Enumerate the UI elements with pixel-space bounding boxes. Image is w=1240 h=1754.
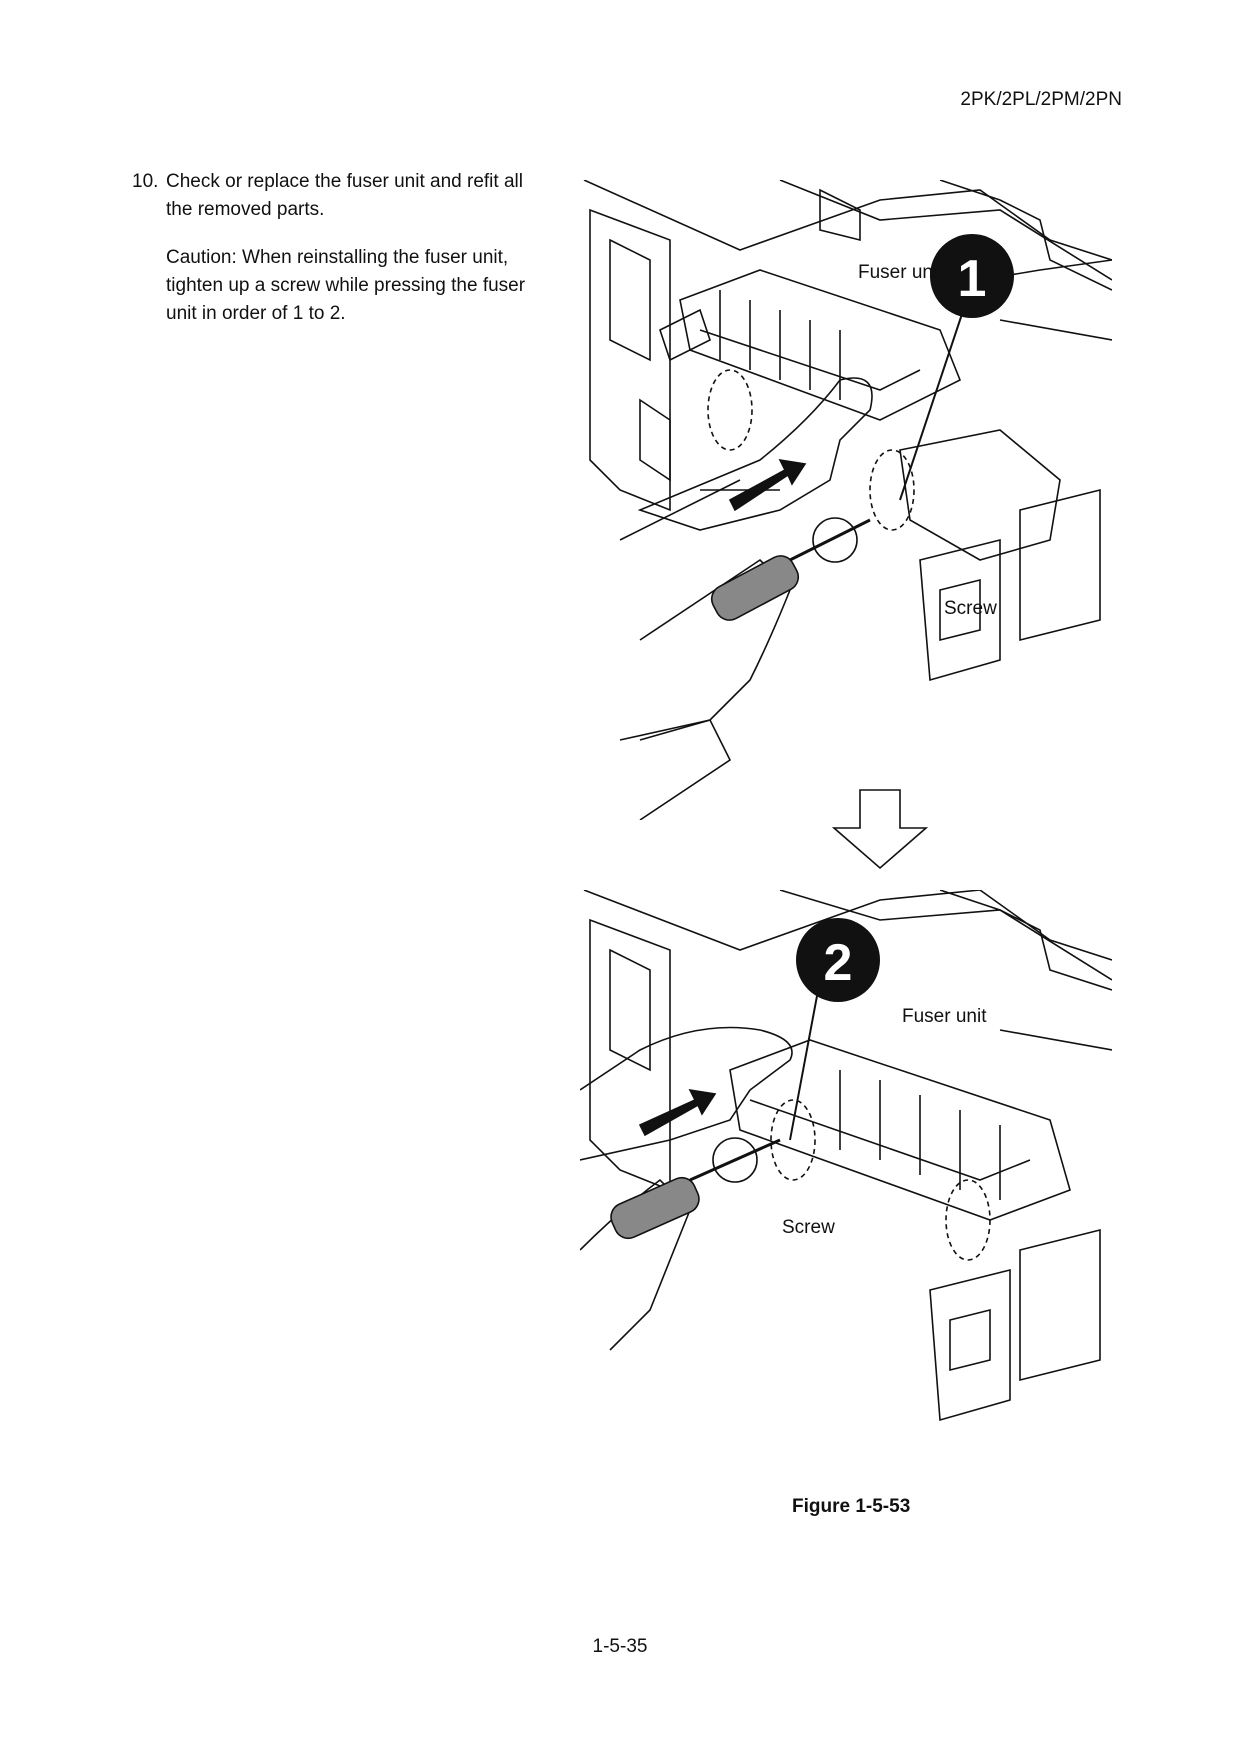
screw-label: Screw <box>944 598 997 619</box>
step-instruction: Check or replace the fuser unit and refi… <box>166 171 523 220</box>
screw-label: Screw <box>782 1217 835 1238</box>
step-badge-1 <box>930 234 1014 318</box>
step-badge-number: 1 <box>958 250 987 308</box>
step-body: Check or replace the fuser unit and refi… <box>166 168 532 328</box>
page-number: 1-5-35 <box>592 1636 648 1657</box>
document-model-code: 2PK/2PL/2PM/2PN <box>960 89 1122 110</box>
step-badge-number: 2 <box>824 934 853 992</box>
step-number: 10. <box>132 171 159 192</box>
step-badge-2 <box>796 918 880 1002</box>
fuser-unit-label: Fuser unit <box>902 1006 987 1027</box>
caution-note: Caution: When reinstalling the fuser uni… <box>166 247 526 324</box>
illustration-step-2: 2 Fuser unit Screw <box>580 890 1112 1422</box>
step-10: 10. Check or replace the fuser unit and … <box>132 168 532 328</box>
illustration-step-1: 1 Fuser unit Screw <box>583 180 1112 820</box>
figure-caption: Figure 1-5-53 <box>792 1496 911 1517</box>
fuser-unit-label: Fuser unit <box>858 262 943 283</box>
down-arrow-icon <box>831 789 929 870</box>
